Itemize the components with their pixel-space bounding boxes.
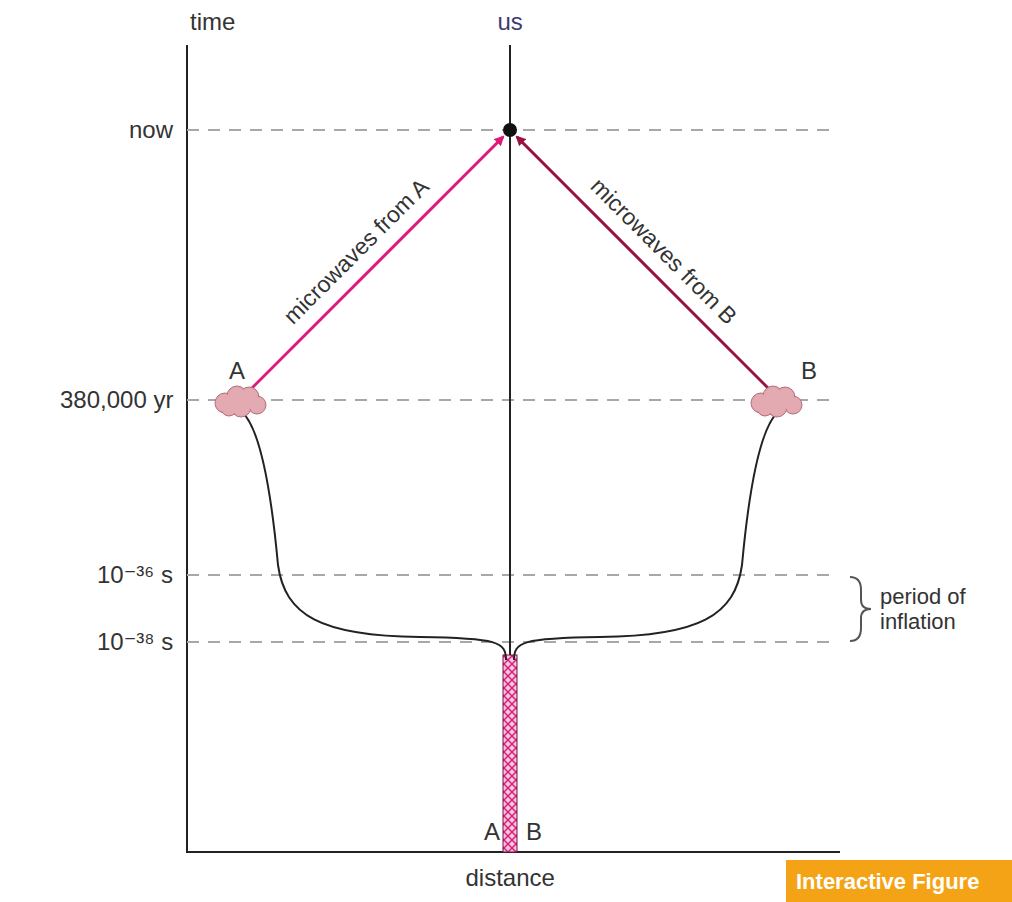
point-label: A [229, 357, 245, 385]
expansion-curve [242, 412, 506, 660]
axis-title: us [498, 8, 523, 36]
time-label: now [129, 116, 173, 144]
expansion-curve [514, 412, 778, 660]
cloud-shape [749, 386, 803, 416]
gas-cloud: B [749, 386, 803, 416]
gas-cloud: A [213, 386, 267, 416]
badge-text: Interactive Figure [796, 869, 979, 894]
axis-title: time [190, 8, 235, 36]
interactive-tab [786, 860, 1012, 902]
cloud-shape [213, 386, 267, 416]
microwave-arrow [244, 137, 503, 396]
microwave-arrow [517, 137, 776, 396]
bracket [850, 577, 871, 641]
time-label: 380,000 yr [60, 386, 173, 414]
time-label: 10⁻³⁸ s [97, 628, 173, 656]
us-dot [503, 123, 517, 137]
hatched-region [503, 655, 517, 852]
arrow-label: microwaves from A [278, 173, 434, 329]
point-label: A [484, 818, 500, 846]
point-label: B [801, 357, 817, 385]
axis-title: distance [466, 864, 555, 892]
arrow-label: microwaves from B [585, 173, 742, 330]
bracket-label: period of inflation [880, 584, 998, 635]
time-label: 10⁻³⁶ s [97, 561, 173, 589]
point-label: B [526, 818, 542, 846]
time-axis [186, 45, 188, 852]
